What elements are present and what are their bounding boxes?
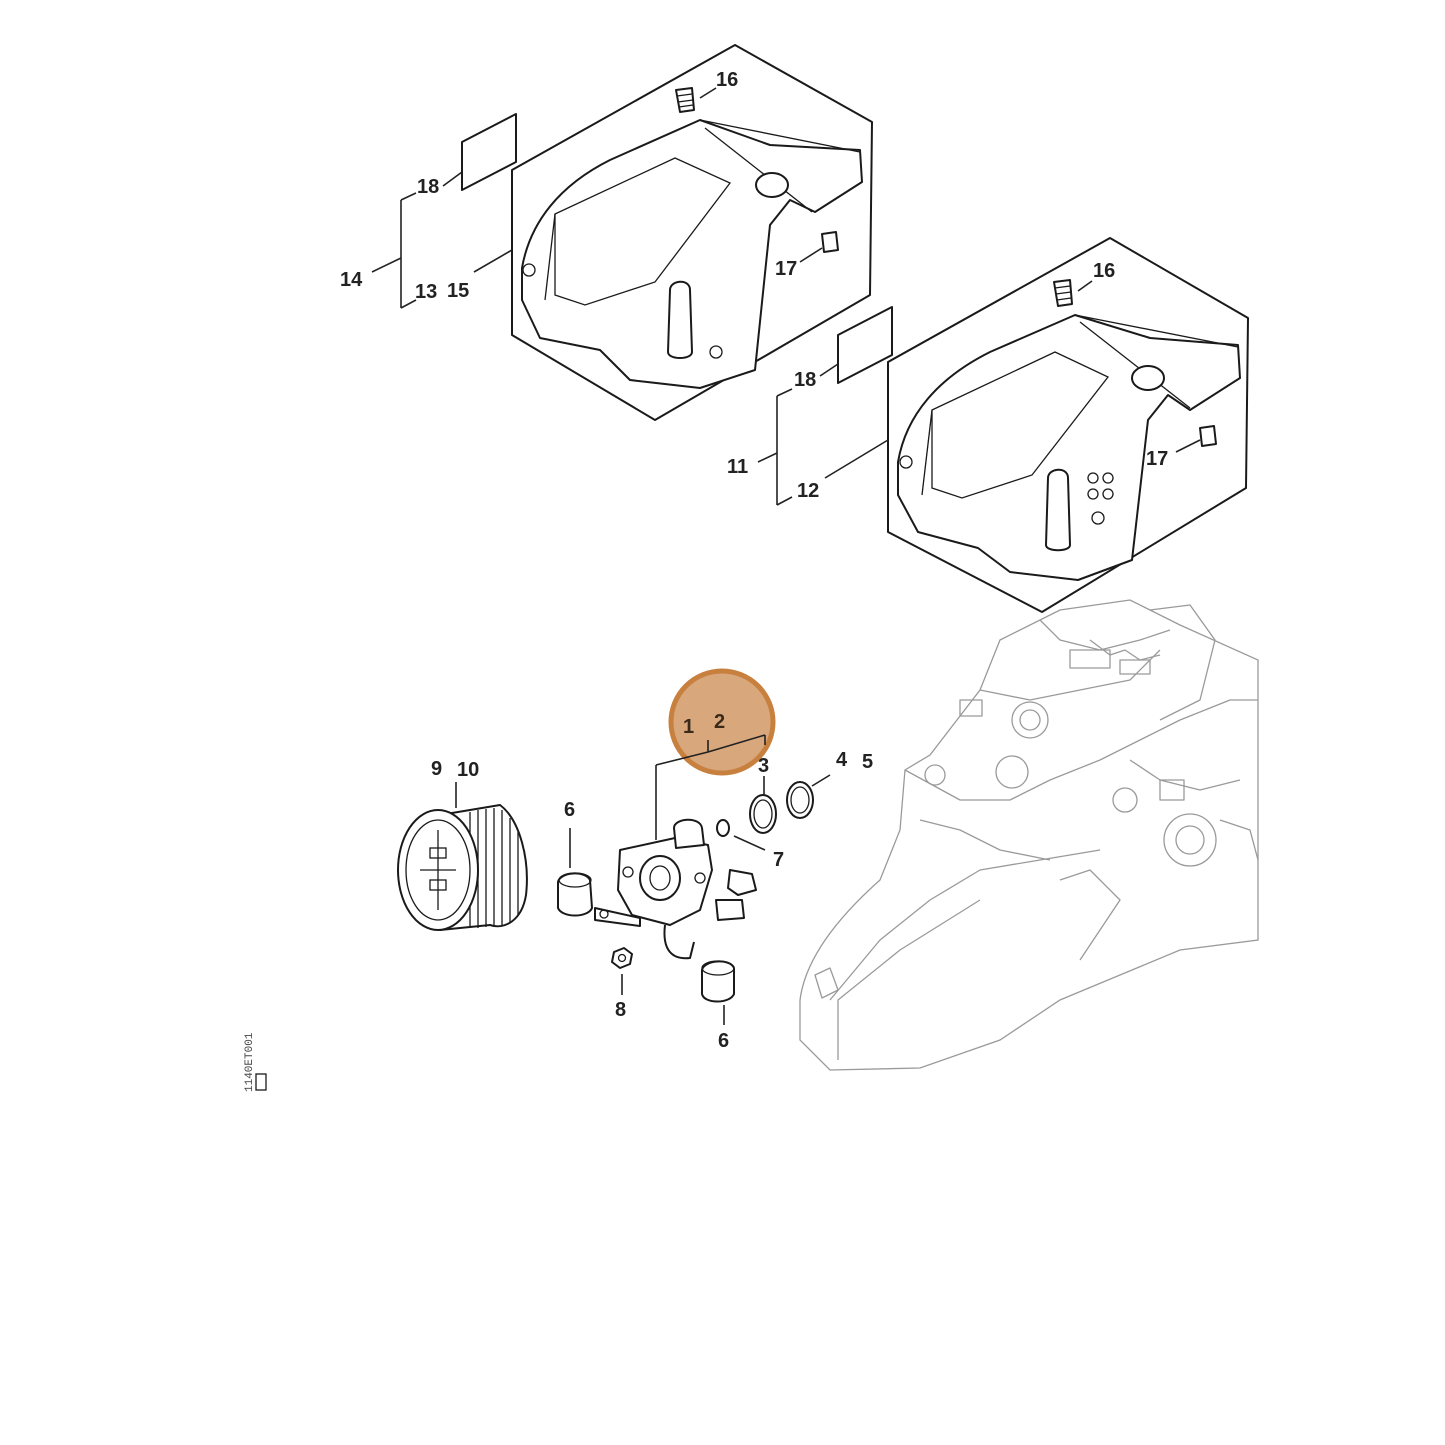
label-13: 13 <box>415 281 437 303</box>
part-4-5-gasket <box>786 774 831 819</box>
lower-shroud-box <box>757 237 1249 613</box>
part-18-label <box>461 113 517 191</box>
label-7: 7 <box>773 849 784 871</box>
part-3-gasket <box>749 776 777 834</box>
part-8-nut <box>611 947 633 995</box>
part-18-label-2 <box>837 306 893 384</box>
label-18-lower: 18 <box>794 369 816 391</box>
part-16-plug-2 <box>1053 279 1073 307</box>
part-7-o-ring <box>716 819 766 851</box>
label-3: 3 <box>758 755 769 777</box>
highlight-circle[interactable] <box>668 668 776 776</box>
label-5: 5 <box>862 751 873 773</box>
part-17-grommet-2 <box>1199 425 1217 447</box>
upper-shroud-box <box>371 44 873 421</box>
label-18-top: 18 <box>417 176 439 198</box>
label-2: 2 <box>714 711 725 733</box>
part-6-sleeve-2 <box>701 960 735 1025</box>
air-filter-9-10 <box>397 782 528 931</box>
label-1: 1 <box>683 716 694 738</box>
drawing-code-box <box>255 1073 267 1091</box>
part-17-grommet <box>821 231 839 253</box>
part-6-sleeve <box>557 828 593 917</box>
leader-1-2 <box>655 734 766 840</box>
label-10: 10 <box>457 759 479 781</box>
label-16-lower: 16 <box>1093 260 1115 282</box>
label-11: 11 <box>727 456 748 478</box>
label-9: 9 <box>431 758 442 780</box>
carburetor-assembly <box>594 818 757 960</box>
label-16-top: 16 <box>716 69 738 91</box>
label-12: 12 <box>797 480 819 502</box>
label-8: 8 <box>615 999 626 1021</box>
part-16-plug <box>675 87 695 113</box>
label-17-lower: 17 <box>1146 448 1168 470</box>
label-14: 14 <box>340 269 363 291</box>
label-4: 4 <box>836 749 848 771</box>
label-15: 15 <box>447 280 469 302</box>
label-6-upper: 6 <box>564 799 575 821</box>
label-17-top: 17 <box>775 258 797 280</box>
label-6-lower: 6 <box>718 1030 729 1052</box>
saw-housing-outline <box>799 599 1259 1071</box>
drawing-code: 1140ET001 <box>244 1032 256 1092</box>
